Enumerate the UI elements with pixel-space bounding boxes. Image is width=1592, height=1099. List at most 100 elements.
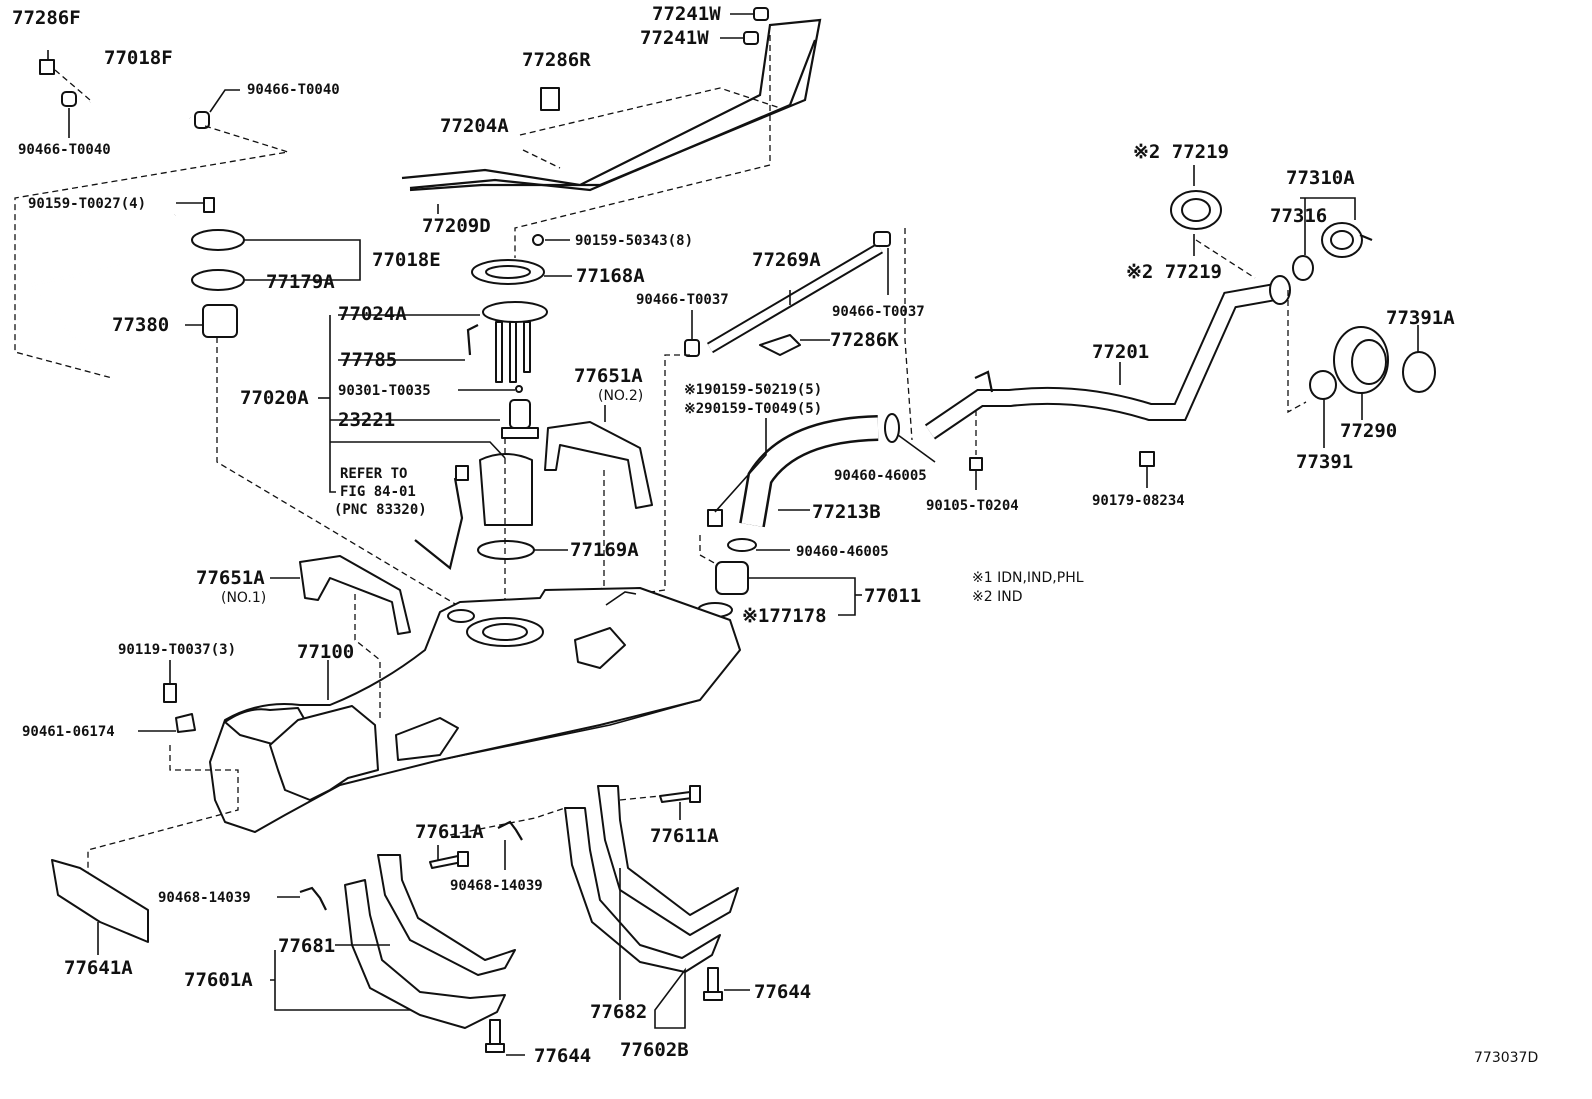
label-90466-T0037-a: 90466-T0037 <box>636 292 729 308</box>
label-77219-b: ※2 77219 <box>1126 261 1222 283</box>
strap-77601A[interactable] <box>344 879 506 1029</box>
label-90159-50343: 90159-50343(8) <box>575 233 693 249</box>
bolt-77644-right[interactable] <box>703 967 723 1001</box>
clamp-90466-T0037-left[interactable] <box>684 339 700 357</box>
bolt-90179-08234[interactable] <box>1139 451 1155 467</box>
pump-case[interactable] <box>479 453 533 526</box>
label-77011: 77011 <box>864 585 921 607</box>
label-90159-T0027: 90159-T0027(4) <box>28 196 146 212</box>
label-90466-T0040-b: 90466-T0040 <box>18 142 111 158</box>
strap-77681[interactable] <box>377 854 516 976</box>
label-90466-T0037-b: 90466-T0037 <box>832 304 925 320</box>
refer-line-2: FIG 84-01 <box>340 484 416 500</box>
label-77651A-no1: 77651A <box>196 567 265 589</box>
label-77269A: 77269A <box>752 249 821 271</box>
label-77241W-b: 77241W <box>640 27 709 49</box>
label-77219-a: ※2 77219 <box>1133 141 1229 163</box>
label-77286K: 77286K <box>830 329 899 351</box>
hose-77018F[interactable] <box>88 93 192 122</box>
clip-77286R[interactable] <box>540 87 560 111</box>
fuel-pump-23221[interactable] <box>501 399 539 439</box>
bolt-90159-50343[interactable] <box>532 234 544 246</box>
label-77641A: 77641A <box>64 957 133 979</box>
clamp-90466-T0040-left[interactable] <box>61 91 77 107</box>
protector-77641A[interactable] <box>51 859 149 943</box>
label-77611A-b: 77611A <box>650 825 719 847</box>
label-90461-06174: 90461-06174 <box>22 724 115 740</box>
label-77681: 77681 <box>278 935 335 957</box>
gasket-77179A[interactable] <box>191 269 245 291</box>
pump-bracket-77024A[interactable] <box>482 301 548 383</box>
label-77644-a: 77644 <box>534 1045 591 1067</box>
fuel-cap-77310A[interactable] <box>1321 222 1373 258</box>
label-77169A: 77169A <box>570 539 639 561</box>
label-no2: (NO.2) <box>598 388 643 404</box>
label-77316: 77316 <box>1270 205 1327 227</box>
fuel-tank-77100[interactable] <box>209 587 741 833</box>
hose-77269A[interactable] <box>706 242 884 354</box>
clamp-90461-06174[interactable] <box>175 713 196 733</box>
label-77024A: 77024A <box>338 303 407 325</box>
label-77391A: 77391A <box>1386 307 1455 329</box>
protector-77651A-no1[interactable] <box>299 555 411 635</box>
label-77601A: 77601A <box>184 969 253 991</box>
clip-77241W-a[interactable] <box>753 7 769 21</box>
ring-77391[interactable] <box>1309 370 1337 400</box>
wire-77785[interactable] <box>466 324 479 356</box>
note-2: ※2 IND <box>972 589 1022 605</box>
clip-77286F[interactable] <box>39 59 55 75</box>
ring-77168A[interactable] <box>471 259 545 285</box>
bolt-77611A-left[interactable] <box>429 851 469 869</box>
oring-90301-T0035[interactable] <box>515 385 523 393</box>
label-77286F: 77286F <box>12 7 81 29</box>
bolt-90159-T0027[interactable] <box>203 197 215 213</box>
strap-77682[interactable] <box>597 785 739 936</box>
strap-77602B[interactable] <box>564 807 721 973</box>
label-90468-14039-a: 90468-14039 <box>158 890 251 906</box>
label-77391: 77391 <box>1296 451 1353 473</box>
label-77209D: 77209D <box>422 215 491 237</box>
clip-77286K[interactable] <box>759 334 801 356</box>
label-77213B: 77213B <box>812 501 881 523</box>
sender-gauge-ref <box>414 465 469 570</box>
diagram-code: 773037D <box>1474 1050 1538 1066</box>
label-90105-T0204: 90105-T0204 <box>926 498 1019 514</box>
hose-77213B[interactable] <box>739 415 879 528</box>
ring-77290[interactable] <box>1333 326 1389 394</box>
label-77682: 77682 <box>590 1001 647 1023</box>
label-77020A: 77020A <box>240 387 309 409</box>
bolt-77644-left[interactable] <box>485 1019 505 1053</box>
clamp-90460-46005-top[interactable] <box>884 413 900 443</box>
gasket-77169A[interactable] <box>477 540 535 560</box>
clip-77241W-b[interactable] <box>743 31 759 45</box>
label-77602B: 77602B <box>620 1039 689 1061</box>
inlet-pipe-77011[interactable] <box>715 561 749 595</box>
clip-90468-14039-right[interactable] <box>497 820 523 841</box>
label-77201: 77201 <box>1092 341 1149 363</box>
label-77018F: 77018F <box>104 47 173 69</box>
label-77611A-a: 77611A <box>415 821 484 843</box>
bolt-90119-T0037[interactable] <box>163 683 177 703</box>
filler-pipe-77201[interactable] <box>924 275 1291 440</box>
refer-line-3: (PNC 83320) <box>334 502 427 518</box>
filter-77380[interactable] <box>202 304 238 338</box>
bolt-90159-50219[interactable] <box>707 509 723 527</box>
clip-90468-14039-left[interactable] <box>299 886 327 911</box>
plate-77018E[interactable] <box>191 229 245 251</box>
label-77290: 77290 <box>1340 420 1397 442</box>
cap-77219-a[interactable] <box>1170 190 1222 230</box>
fuel-line-77204A[interactable] <box>401 18 822 192</box>
label-23221: 23221 <box>338 409 395 431</box>
gasket-77316[interactable] <box>1292 255 1314 281</box>
clamp-90466-T0040-right[interactable] <box>194 111 210 129</box>
clamp-90460-46005-bottom[interactable] <box>727 538 757 552</box>
protector-77651A-no2[interactable] <box>544 421 653 509</box>
label-190159-50219: ※190159-50219(5) <box>684 382 822 398</box>
bolt-77611A-right[interactable] <box>659 785 701 803</box>
bolt-90105-T0204[interactable] <box>969 457 983 471</box>
label-77168A: 77168A <box>576 265 645 287</box>
label-90468-14039-b: 90468-14039 <box>450 878 543 894</box>
clamp-90466-T0037-right[interactable] <box>873 231 891 247</box>
refer-line-1: REFER TO <box>340 466 407 482</box>
ring-77391A[interactable] <box>1402 351 1436 393</box>
